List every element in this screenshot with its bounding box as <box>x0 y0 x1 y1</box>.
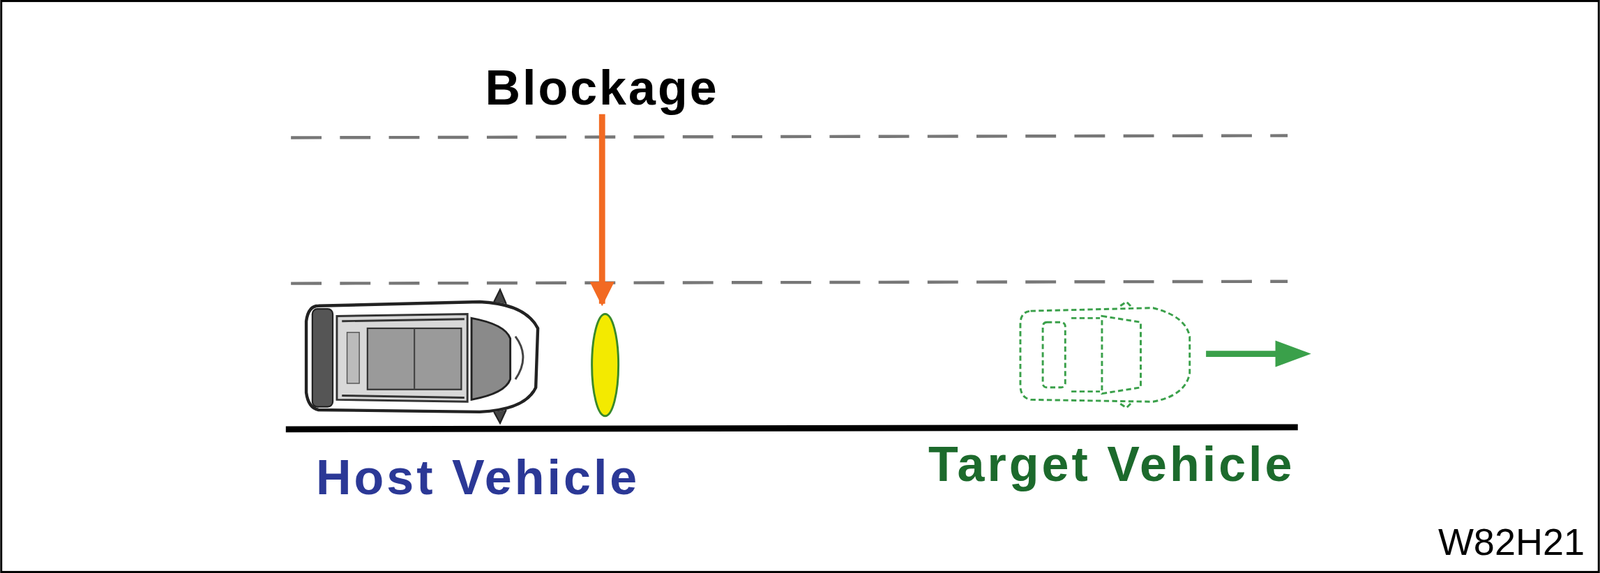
vehicle-label: Host Vehicle <box>315 451 640 505</box>
blockage-arrow <box>599 114 606 305</box>
vehicle-label: Target Vehicle <box>928 438 1295 492</box>
target-vehicle <box>1020 302 1190 409</box>
callout-label: Blockage <box>484 61 719 116</box>
lane-line <box>290 136 1288 139</box>
figure-code: W82H21 <box>1438 521 1585 563</box>
lane-line <box>290 281 1288 284</box>
motion-arrow <box>1205 341 1312 368</box>
blockage-spot <box>592 313 619 416</box>
host-vehicle <box>306 289 538 424</box>
road-edge <box>285 427 1298 430</box>
